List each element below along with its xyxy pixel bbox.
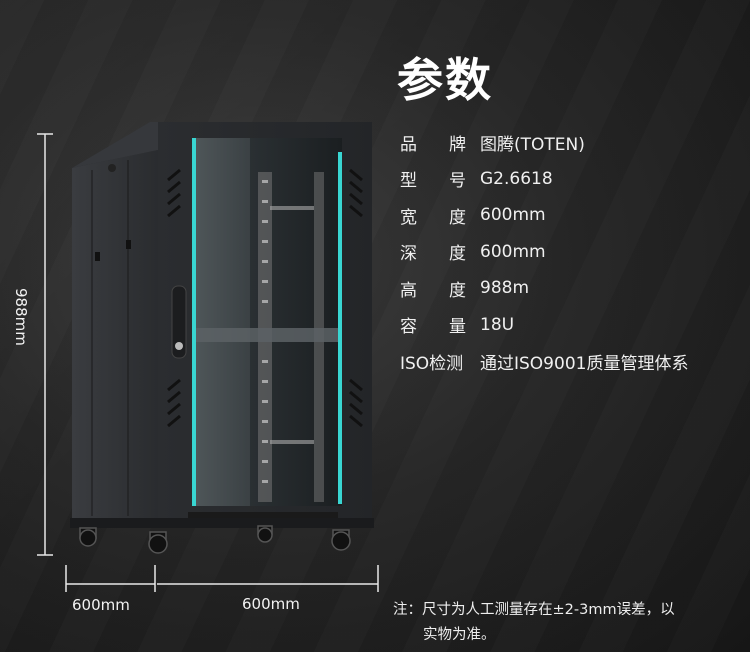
spec-label-char: 牌: [449, 134, 466, 155]
spec-row-height: 高 度 988m: [400, 270, 688, 307]
spec-label: 高 度: [400, 276, 480, 301]
spec-label: 容 量: [400, 312, 480, 337]
spec-label-text: ISO检测: [400, 353, 464, 374]
spec-label: ISO检测: [400, 349, 480, 374]
spec-label-char: 宽: [400, 207, 417, 228]
note-line-1: 注：尺寸为人工测量存在±2-3mm误差，以: [393, 602, 675, 618]
spec-value: 600mm: [480, 241, 546, 262]
spec-label: 型 号: [400, 166, 480, 191]
spec-label: 宽 度: [400, 203, 480, 228]
spec-row-brand: 品 牌 图腾(TOTEN): [400, 124, 688, 161]
spec-value: 图腾(TOTEN): [480, 134, 585, 155]
spec-row-width: 宽 度 600mm: [400, 197, 688, 234]
spec-row-capacity: 容 量 18U: [400, 307, 688, 344]
page-title: 参数: [397, 53, 493, 107]
spec-row-iso: ISO检测 通过ISO9001质量管理体系: [400, 343, 688, 380]
spec-label-char: 容: [400, 317, 417, 338]
spec-label-char: 度: [449, 280, 466, 301]
spec-label-char: 号: [449, 171, 466, 192]
spec-value: 988m: [480, 278, 530, 299]
spec-label-char: 深: [400, 244, 417, 265]
spec-label-char: 度: [449, 244, 466, 265]
spec-row-model: 型 号 G2.6618: [400, 161, 688, 198]
note-line-2: 实物为准。: [423, 627, 496, 643]
spec-value: 通过ISO9001质量管理体系: [480, 353, 689, 374]
width-dimension-label: 600mm: [242, 595, 300, 613]
spec-value: G2.6618: [480, 168, 553, 189]
spec-label-char: 度: [449, 207, 466, 228]
height-dimension-label: 988mm: [12, 288, 30, 346]
spec-list: 品 牌 图腾(TOTEN) 型 号 G2.6618 宽 度 600mm 深 度 …: [400, 124, 688, 380]
spec-label-char: 型: [400, 171, 417, 192]
spec-label: 深 度: [400, 239, 480, 264]
measurement-note: 注：尺寸为人工测量存在±2-3mm误差，以 实物为准。: [393, 598, 733, 648]
spec-value: 600mm: [480, 205, 546, 226]
depth-dimension-label: 600mm: [72, 596, 130, 614]
spec-label-char: 品: [400, 134, 417, 155]
spec-value: 18U: [480, 314, 515, 335]
spec-label-char: 高: [400, 280, 417, 301]
spec-row-depth: 深 度 600mm: [400, 234, 688, 271]
spec-label-char: 量: [449, 317, 466, 338]
spec-label: 品 牌: [400, 130, 480, 155]
